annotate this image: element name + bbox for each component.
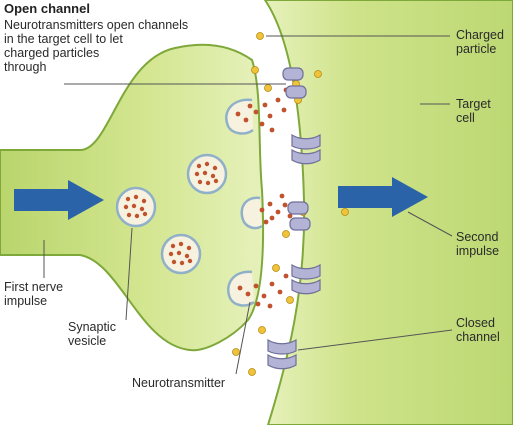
first-nerve-impulse-label: First nerve impulse xyxy=(4,280,64,308)
diagram-description: Neurotransmitters open channels in the t… xyxy=(4,18,189,74)
diagram-title: Open channel xyxy=(4,1,90,16)
charged-particle-label: Charged particle xyxy=(456,28,504,56)
neurotransmitter xyxy=(235,87,293,309)
synaptic-vesicle xyxy=(115,186,157,228)
closed-channel xyxy=(267,133,321,370)
target-cell xyxy=(263,0,513,425)
synaptic-vesicle xyxy=(160,233,202,275)
leader-lines xyxy=(43,35,453,375)
open-channel xyxy=(282,67,311,231)
closed-channel-label: Closed channel xyxy=(456,316,500,344)
first-impulse-arrow xyxy=(14,180,104,220)
neurotransmitter-label: Neurotransmitter xyxy=(132,376,226,390)
synaptic-vesicle xyxy=(186,153,228,195)
charged-particle xyxy=(232,32,349,376)
target-cell-label: Target cell xyxy=(456,97,491,125)
synaptic-vesicle-label: Synaptic vesicle xyxy=(68,320,116,348)
second-impulse-arrow xyxy=(338,177,428,217)
second-impulse-label: Second impulse xyxy=(456,230,500,258)
